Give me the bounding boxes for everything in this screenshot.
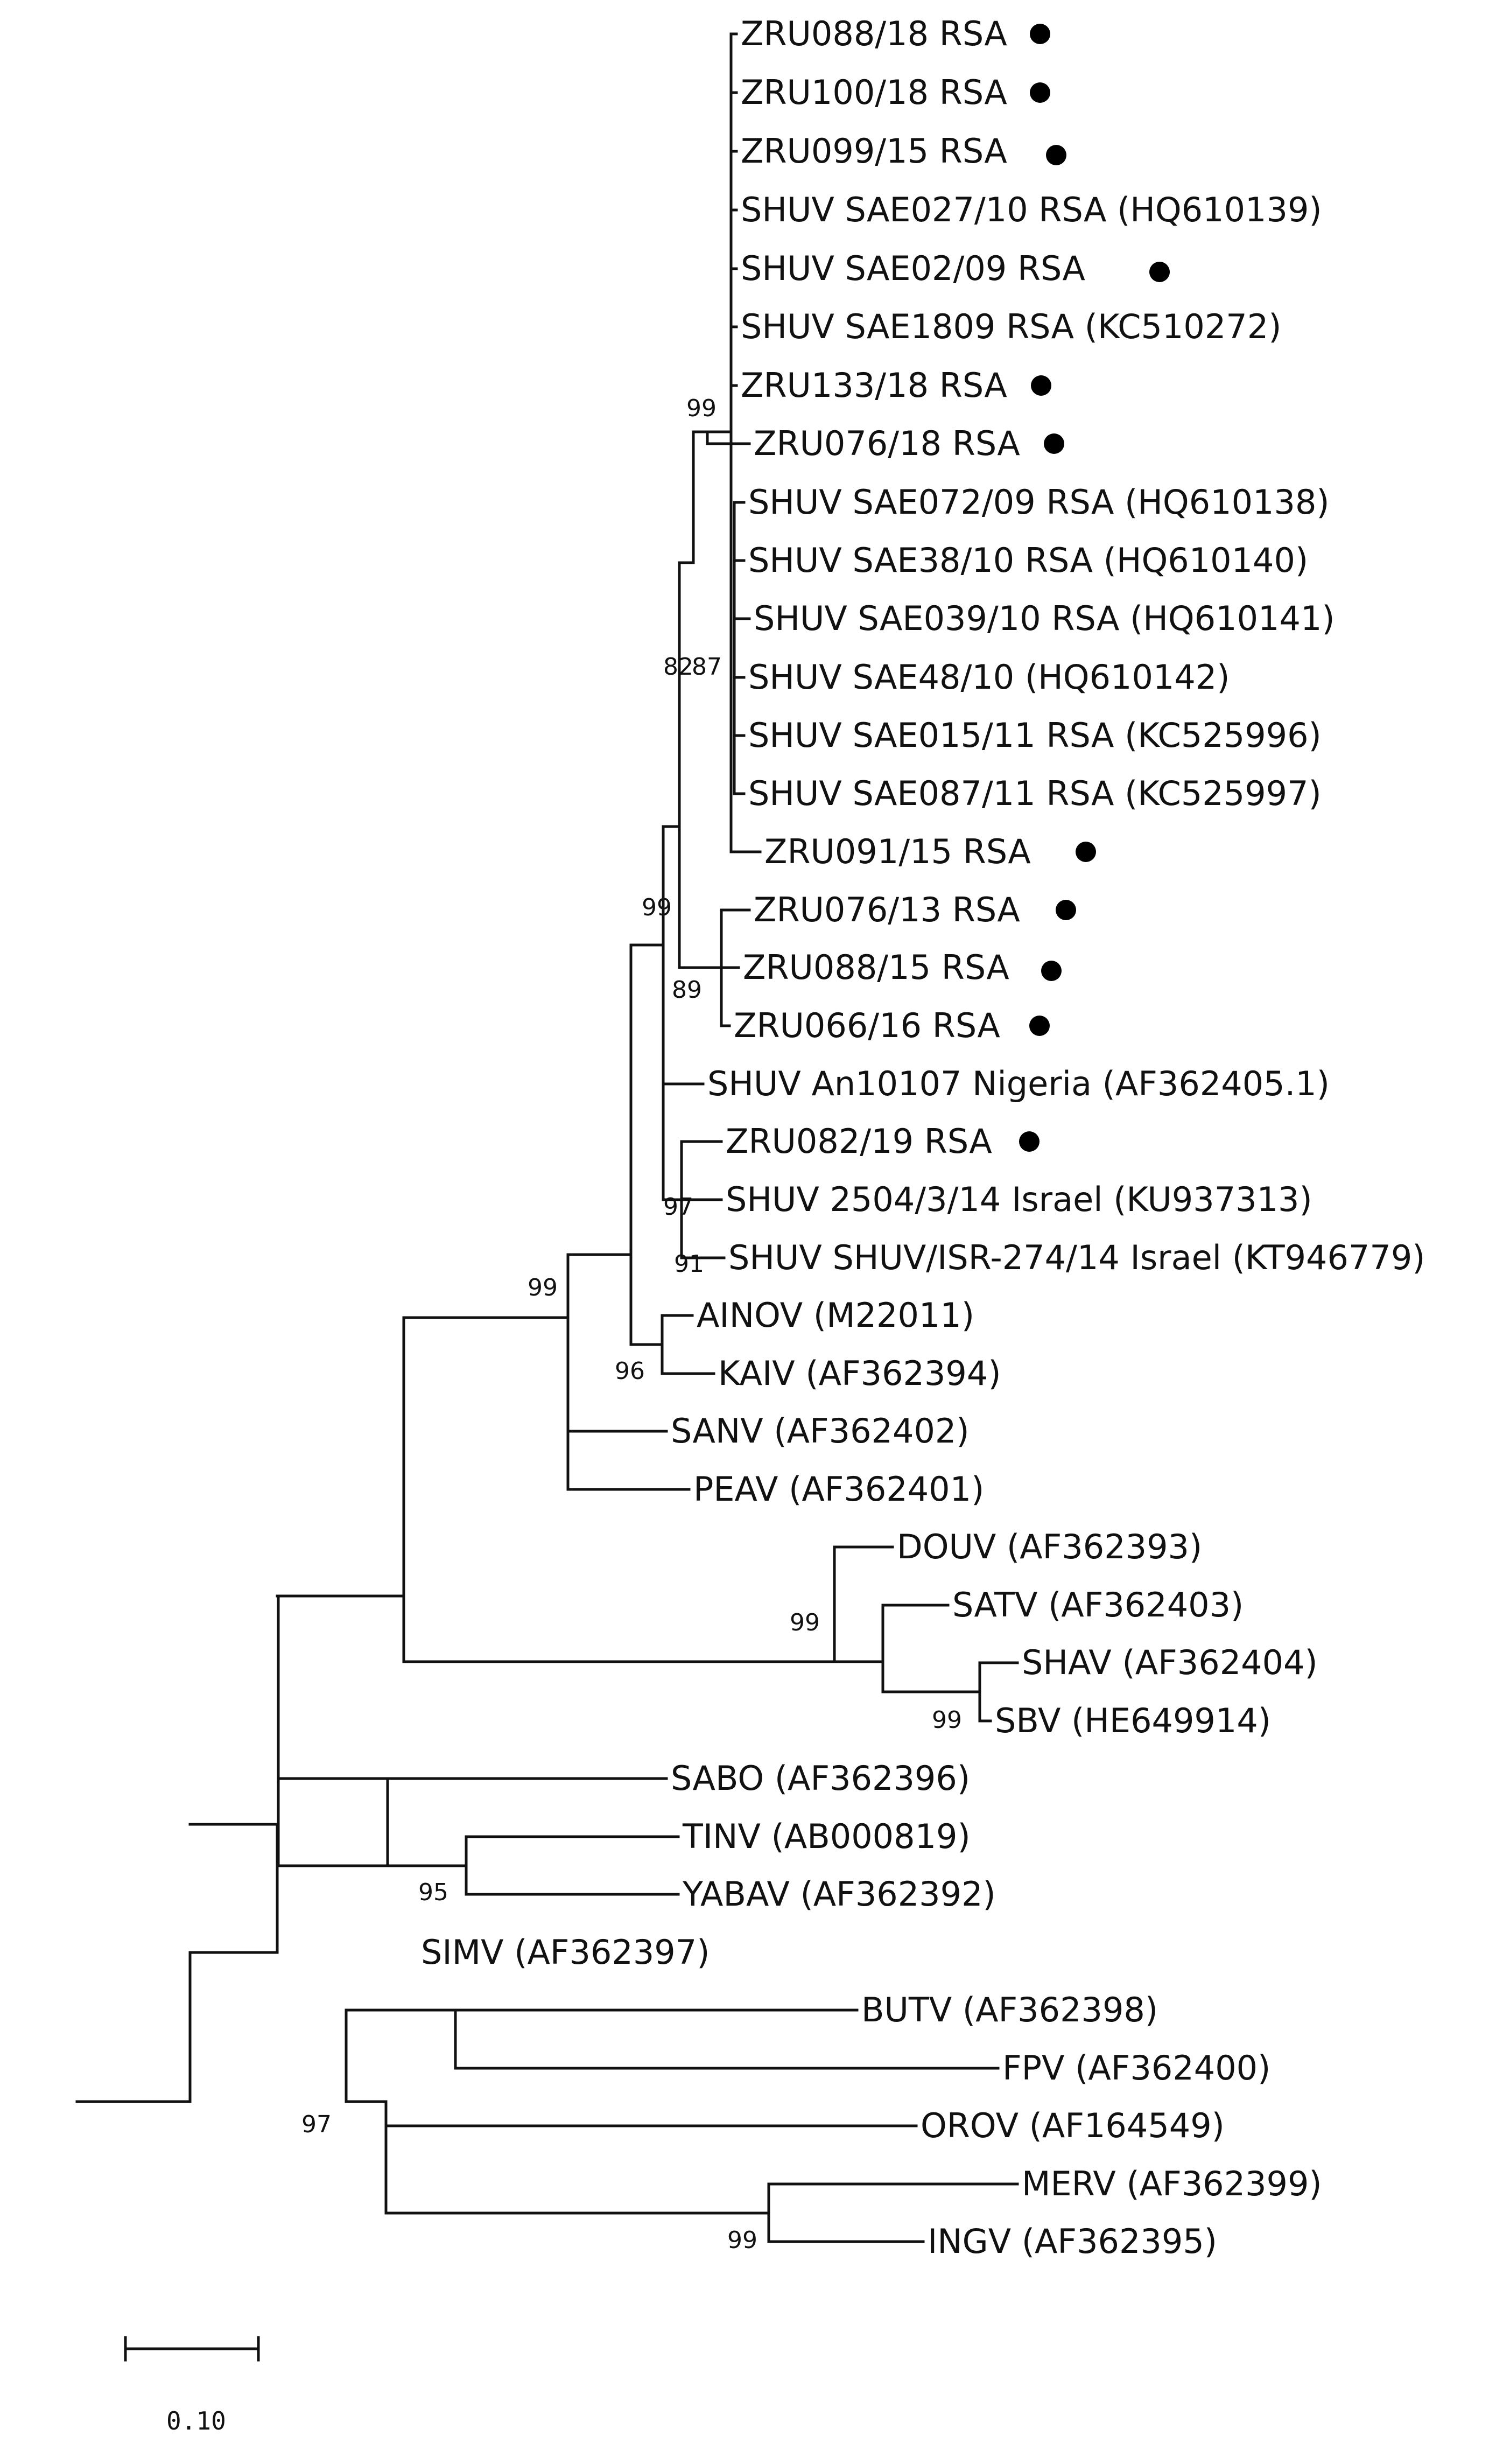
bootstrap-value: 99 (790, 1609, 820, 1636)
leaf-label: SHUV SHUV/ISR-274/14 Israel (KT946779) (728, 1238, 1425, 1277)
leaf-label: SHUV SAE027/10 RSA (HQ610139) (741, 190, 1322, 229)
leaf-marker-dot (1019, 1131, 1040, 1152)
leaf-label: ZRU091/15 RSA (764, 832, 1031, 871)
leaf-label: SHUV An10107 Nigeria (AF362405.1) (707, 1064, 1330, 1103)
leaf-marker-dot (1149, 262, 1170, 282)
leaf-label: SABO (AF362396) (671, 1759, 970, 1798)
bootstrap-value: 99 (727, 2227, 757, 2254)
leaf-label: SHUV SAE02/09 RSA (741, 249, 1085, 288)
leaf-label: SHUV 2504/3/14 Israel (KU937313) (726, 1180, 1312, 1219)
leaf-label: ZRU100/18 RSA (741, 73, 1007, 112)
bootstrap-value: 99 (642, 894, 672, 921)
leaf-markers (1019, 24, 1170, 1152)
scale-bar-label: 0.10 (166, 2406, 226, 2435)
leaf-label: SHUV SAE48/10 (HQ610142) (748, 657, 1230, 697)
scale-bar: 0.10 (124, 2336, 260, 2435)
leaf-marker-dot (1031, 375, 1051, 396)
leaf-label: PEAV (AF362401) (693, 1469, 984, 1509)
leaf-label: OROV (AF164549) (921, 2106, 1225, 2145)
bootstrap-value: 91 (674, 1250, 704, 1278)
leaf-marker-dot (1030, 24, 1050, 44)
leaf-label: ZRU099/15 RSA (741, 131, 1007, 171)
leaf-label: SHUV SAE087/11 RSA (KC525997) (748, 774, 1322, 813)
leaf-label: KAIV (AF362394) (718, 1354, 1001, 1393)
bootstrap-value: 97 (663, 1193, 693, 1221)
leaf-label: ZRU076/13 RSA (754, 890, 1020, 929)
leaf-label: TINV (AB000819) (682, 1817, 971, 1856)
leaf-marker-dot (1041, 961, 1062, 981)
leaf-marker-dot (1076, 842, 1096, 862)
leaf-label: SHUV SAE072/09 RSA (HQ610138) (748, 482, 1330, 522)
bootstrap-value: 99 (932, 1706, 962, 1734)
leaf-label: ZRU066/16 RSA (734, 1006, 1000, 1045)
leaf-label: ZRU088/18 RSA (741, 14, 1007, 53)
leaf-marker-dot (1044, 433, 1064, 454)
leaf-marker-dot (1056, 900, 1076, 920)
leaf-label: INGV (AF362395) (928, 2222, 1217, 2261)
leaf-label: SHAV (AF362404) (1022, 1643, 1318, 1682)
bootstrap-value: 99 (528, 1274, 558, 1301)
leaf-label: SATV (AF362403) (952, 1585, 1244, 1625)
leaf-label: BUTV (AF362398) (861, 1990, 1158, 2029)
leaf-label: SHUV SAE039/10 RSA (HQ610141) (754, 599, 1335, 638)
leaf-label: SIMV (AF362397) (421, 1933, 710, 1972)
bootstrap-value: 89 (672, 976, 702, 1004)
leaf-label: DOUV (AF362393) (897, 1527, 1202, 1566)
leaf-label: FPV (AF362400) (1002, 2048, 1270, 2088)
leaf-labels: ZRU088/18 RSA ZRU100/18 RSA ZRU099/15 RSA S… (421, 14, 1425, 2261)
leaf-label: ZRU088/15 RSA (743, 948, 1009, 987)
leaf-label: ZRU082/19 RSA (726, 1122, 992, 1161)
bootstrap-value: 96 (615, 1357, 645, 1385)
leaf-label: ZRU076/18 RSA (754, 424, 1020, 463)
leaf-marker-dot (1030, 82, 1050, 103)
bootstrap-value: 99 (686, 395, 717, 422)
tree-branches (75, 32, 1019, 2243)
leaf-label: ZRU133/18 RSA (741, 366, 1007, 405)
leaf-label: YABAV (AF362392) (682, 1874, 996, 1914)
bootstrap-value: 87 (692, 653, 722, 681)
bootstrap-value: 95 (418, 1879, 448, 1906)
leaf-marker-dot (1046, 145, 1066, 165)
bootstrap-value: 82 (663, 653, 693, 681)
leaf-label: MERV (AF362399) (1022, 2164, 1322, 2203)
leaf-label: SHUV SAE1809 RSA (KC510272) (741, 307, 1281, 346)
leaf-marker-dot (1029, 1016, 1050, 1036)
leaf-label: AINOV (M22011) (697, 1296, 974, 1335)
leaf-label: SHUV SAE38/10 RSA (HQ610140) (748, 541, 1308, 580)
leaf-label: SBV (HE649914) (995, 1701, 1271, 1740)
leaf-label: SHUV SAE015/11 RSA (KC525996) (748, 716, 1322, 755)
bootstrap-value: 97 (301, 2111, 332, 2138)
leaf-label: SANV (AF362402) (671, 1411, 970, 1451)
